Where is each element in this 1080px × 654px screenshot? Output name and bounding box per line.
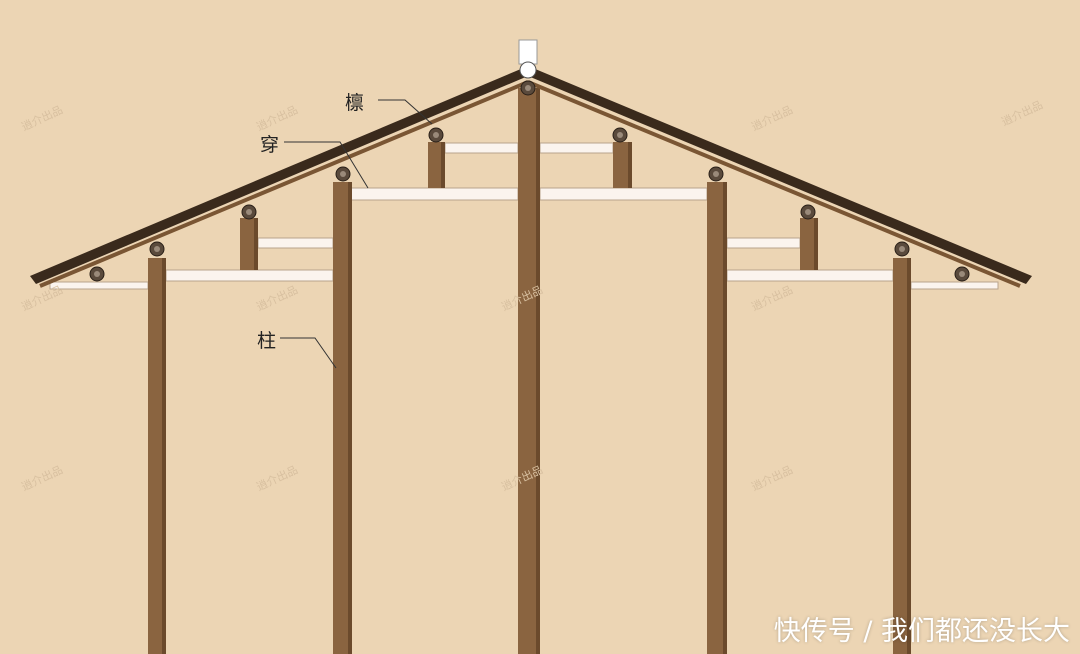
column-shade xyxy=(348,182,352,654)
column xyxy=(893,258,911,654)
rafter-left xyxy=(39,80,529,288)
leader-column xyxy=(280,337,337,369)
purlins xyxy=(89,80,970,282)
purlin-core xyxy=(94,271,100,277)
roof xyxy=(30,39,1032,288)
roof-left xyxy=(30,66,528,284)
purlin-core xyxy=(713,171,719,177)
leader-tie-beam xyxy=(284,141,369,189)
tie-beam xyxy=(726,237,801,249)
column xyxy=(148,258,166,654)
tie-beam xyxy=(539,187,708,201)
purlin-core xyxy=(805,209,811,215)
purlin-core xyxy=(340,171,346,177)
column-shade xyxy=(814,218,818,270)
label-column: 柱 xyxy=(257,330,277,352)
purlin-core xyxy=(246,209,252,215)
tie-beam xyxy=(444,142,519,154)
tie-beam xyxy=(165,269,334,282)
credit-caption: 快传号 / 我们都还没长大 xyxy=(773,616,1070,647)
column-shade xyxy=(162,258,166,654)
purlin-core xyxy=(433,132,439,138)
rafter-right xyxy=(527,80,1021,288)
ridge-tile xyxy=(519,61,537,79)
column-shade xyxy=(723,182,727,654)
ridge-cap xyxy=(518,39,538,65)
column xyxy=(518,88,540,654)
column-shade xyxy=(441,142,445,188)
purlin-core xyxy=(959,271,965,277)
roof-right xyxy=(528,66,1032,284)
leader-purlin xyxy=(378,99,433,125)
label-purlin: 檩 xyxy=(345,92,365,114)
column xyxy=(613,142,632,188)
purlin-core xyxy=(154,246,160,252)
column xyxy=(707,182,727,654)
column xyxy=(428,142,445,188)
column-shade xyxy=(536,88,540,654)
column-shade xyxy=(254,218,258,270)
purlin-core xyxy=(617,132,623,138)
purlin-core xyxy=(899,246,905,252)
tie-beam xyxy=(539,142,614,154)
label-tie-beam: 穿 xyxy=(260,134,280,156)
columns xyxy=(148,88,911,654)
purlin-core xyxy=(525,85,531,91)
column-shade xyxy=(628,142,632,188)
column-shade xyxy=(907,258,911,654)
tie-beam xyxy=(257,237,334,249)
tie-beam xyxy=(726,269,894,282)
column xyxy=(800,218,818,270)
column xyxy=(333,182,352,654)
column xyxy=(240,218,258,270)
tie-beam xyxy=(910,281,999,290)
tie-beam xyxy=(49,281,149,290)
leader-lines xyxy=(280,99,433,369)
tie-beam xyxy=(349,187,519,201)
